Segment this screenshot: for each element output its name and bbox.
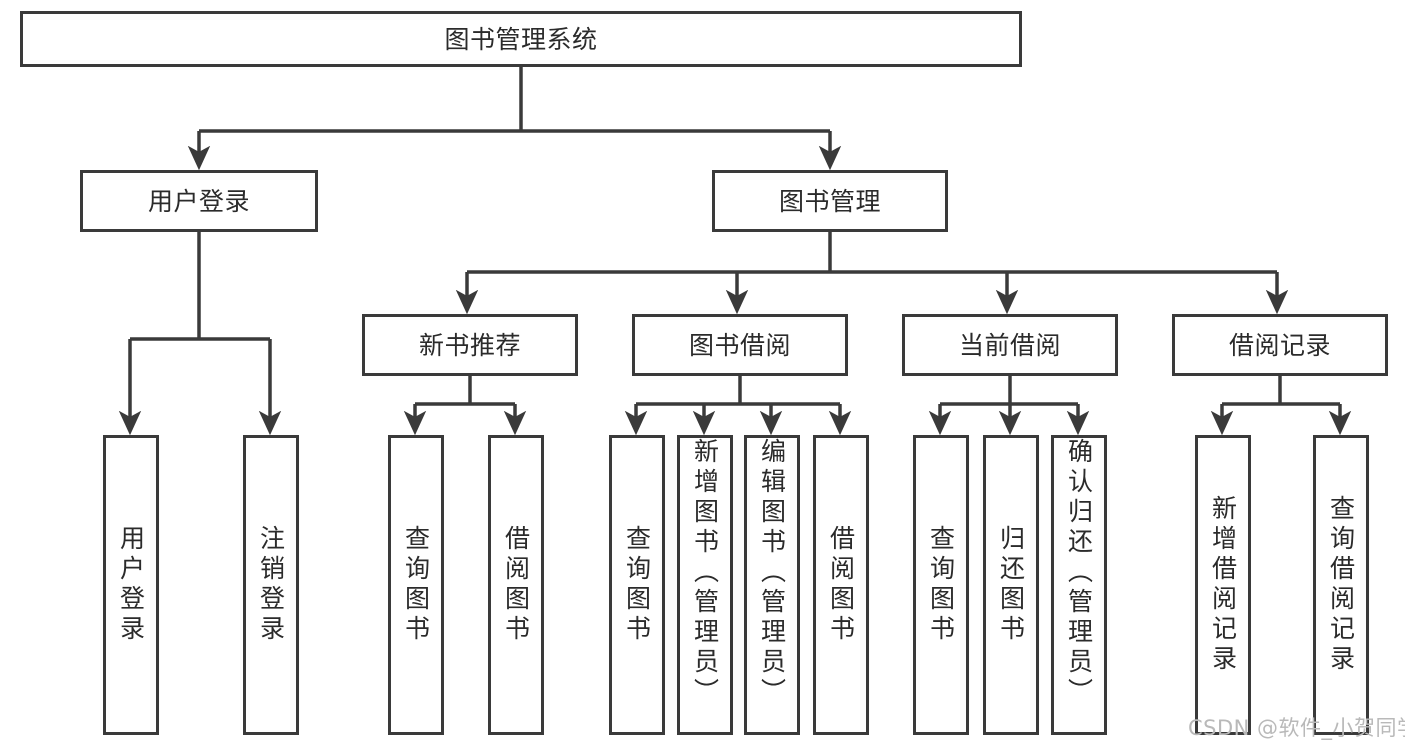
node-label: 编辑图书（管理员） xyxy=(757,438,787,708)
node-label: 借阅记录 xyxy=(1228,330,1331,360)
node-leaf-edit-book-admin[interactable]: 编辑图书（管理员） xyxy=(744,435,800,735)
node-label: 查询图书 xyxy=(401,525,431,645)
node-borrow-record[interactable]: 借阅记录 xyxy=(1172,314,1388,376)
node-leaf-add-borrow-record[interactable]: 新增借阅记录 xyxy=(1195,435,1251,735)
node-label: 新增图书（管理员） xyxy=(690,438,720,708)
node-label: 确认归还（管理员） xyxy=(1064,438,1094,708)
node-current-borrow[interactable]: 当前借阅 xyxy=(902,314,1118,376)
node-label: 用户登录 xyxy=(147,186,250,216)
node-label: 新增借阅记录 xyxy=(1208,495,1238,675)
node-label: 查询图书 xyxy=(622,525,652,645)
node-leaf-user-login[interactable]: 用户登录 xyxy=(103,435,159,735)
node-leaf-query-borrow-record[interactable]: 查询借阅记录 xyxy=(1313,435,1369,735)
node-label: 新书推荐 xyxy=(418,330,521,360)
node-root-book-management-system[interactable]: 图书管理系统 xyxy=(20,11,1022,67)
node-label: 图书管理系统 xyxy=(444,24,598,54)
node-leaf-return-book[interactable]: 归还图书 xyxy=(983,435,1039,735)
node-label: 借阅图书 xyxy=(501,525,531,645)
node-label: 查询借阅记录 xyxy=(1326,495,1356,675)
node-label: 查询图书 xyxy=(926,525,956,645)
node-label: 归还图书 xyxy=(996,525,1026,645)
node-label: 当前借阅 xyxy=(958,330,1061,360)
node-leaf-query-book-current[interactable]: 查询图书 xyxy=(913,435,969,735)
node-label: 用户登录 xyxy=(116,525,146,645)
node-leaf-query-book-recommend[interactable]: 查询图书 xyxy=(388,435,444,735)
node-user-login[interactable]: 用户登录 xyxy=(80,170,318,232)
node-leaf-borrow-book-recommend[interactable]: 借阅图书 xyxy=(488,435,544,735)
node-label: 图书借阅 xyxy=(688,330,791,360)
node-leaf-borrow-book[interactable]: 借阅图书 xyxy=(813,435,869,735)
node-leaf-add-book-admin[interactable]: 新增图书（管理员） xyxy=(677,435,733,735)
node-label: 注销登录 xyxy=(256,525,286,645)
node-book-borrow[interactable]: 图书借阅 xyxy=(632,314,848,376)
node-label: 图书管理 xyxy=(778,186,881,216)
node-leaf-query-book-borrow[interactable]: 查询图书 xyxy=(609,435,665,735)
node-label: 借阅图书 xyxy=(826,525,856,645)
node-new-book-recommend[interactable]: 新书推荐 xyxy=(362,314,578,376)
node-leaf-logout-login[interactable]: 注销登录 xyxy=(243,435,299,735)
node-book-management[interactable]: 图书管理 xyxy=(712,170,948,232)
watermark: CSDN @软件_小贺同学 xyxy=(1188,716,1405,740)
node-leaf-confirm-return-admin[interactable]: 确认归还（管理员） xyxy=(1051,435,1107,735)
